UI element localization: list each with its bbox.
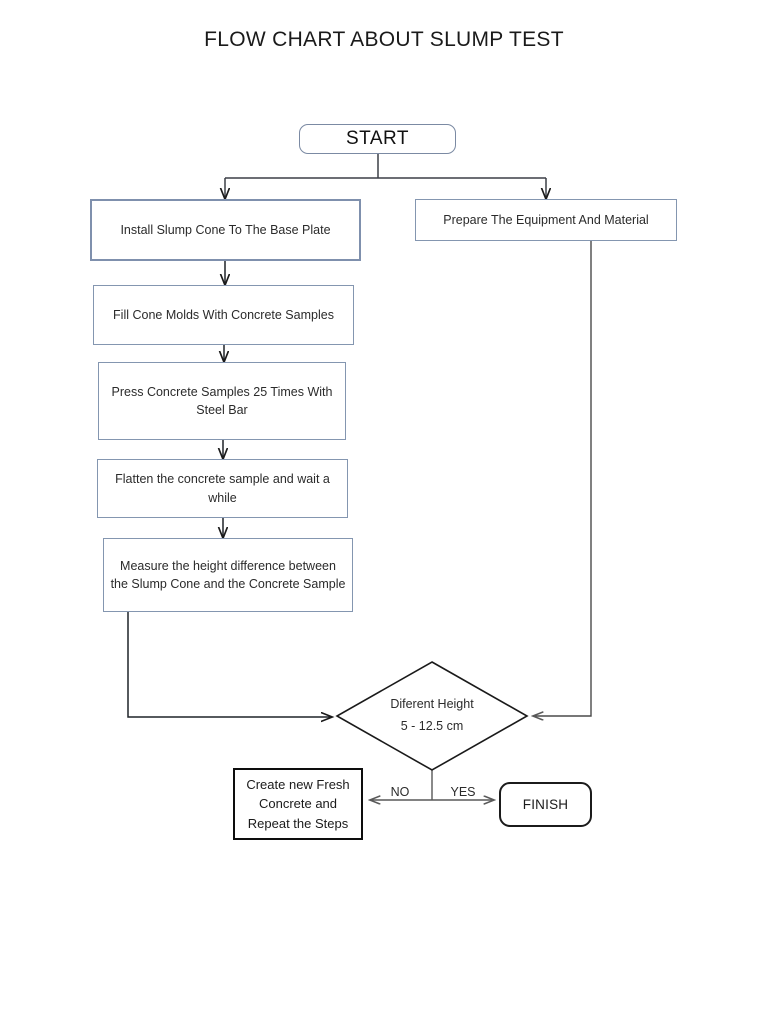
node-install-cone[interactable]: Install Slump Cone To The Base Plate [90, 199, 361, 261]
node-flatten-sample-label: Flatten the concrete sample and wait a w… [115, 472, 330, 505]
node-start[interactable]: START [299, 124, 456, 154]
node-measure-height-label: Measure the height difference between th… [110, 558, 346, 591]
node-fill-molds-label: Fill Cone Molds With Concrete Samples [113, 307, 334, 322]
node-start-label: START [345, 128, 410, 150]
edge-measure-decision [127, 612, 332, 717]
decision-diamond-shape [335, 661, 529, 771]
node-prepare-equipment[interactable]: Prepare The Equipment And Material [415, 199, 677, 241]
node-finish-label: FINISH [522, 796, 569, 812]
node-press-samples-label: Press Concrete Samples 25 Times With Ste… [111, 384, 333, 417]
decision-line-2: 5 - 12.5 cm [400, 718, 464, 733]
node-flatten-sample[interactable]: Flatten the concrete sample and wait a w… [97, 459, 348, 518]
decision-line-1: Diferent Height [390, 697, 474, 711]
node-measure-height[interactable]: Measure the height difference between th… [103, 538, 353, 612]
node-decision-different-height[interactable]: Diferent Height 5 - 12.5 cm [337, 694, 527, 738]
edge-label-yes: YES [450, 785, 476, 799]
page-title: FLOW CHART ABOUT SLUMP TEST [204, 28, 564, 51]
node-prepare-equipment-label: Prepare The Equipment And Material [443, 212, 649, 227]
node-create-new-concrete-label: Create new Fresh Concrete and Repeat the… [246, 776, 350, 831]
node-fill-molds[interactable]: Fill Cone Molds With Concrete Samples [93, 285, 354, 345]
node-install-cone-label: Install Slump Cone To The Base Plate [120, 222, 331, 237]
edge-label-no: NO [390, 785, 410, 799]
node-press-samples[interactable]: Press Concrete Samples 25 Times With Ste… [98, 362, 346, 440]
node-finish[interactable]: FINISH [499, 782, 592, 827]
node-create-new-concrete[interactable]: Create new Fresh Concrete and Repeat the… [233, 768, 363, 840]
edge-prepare-decision [533, 241, 592, 716]
edge-start-fork [225, 154, 546, 199]
